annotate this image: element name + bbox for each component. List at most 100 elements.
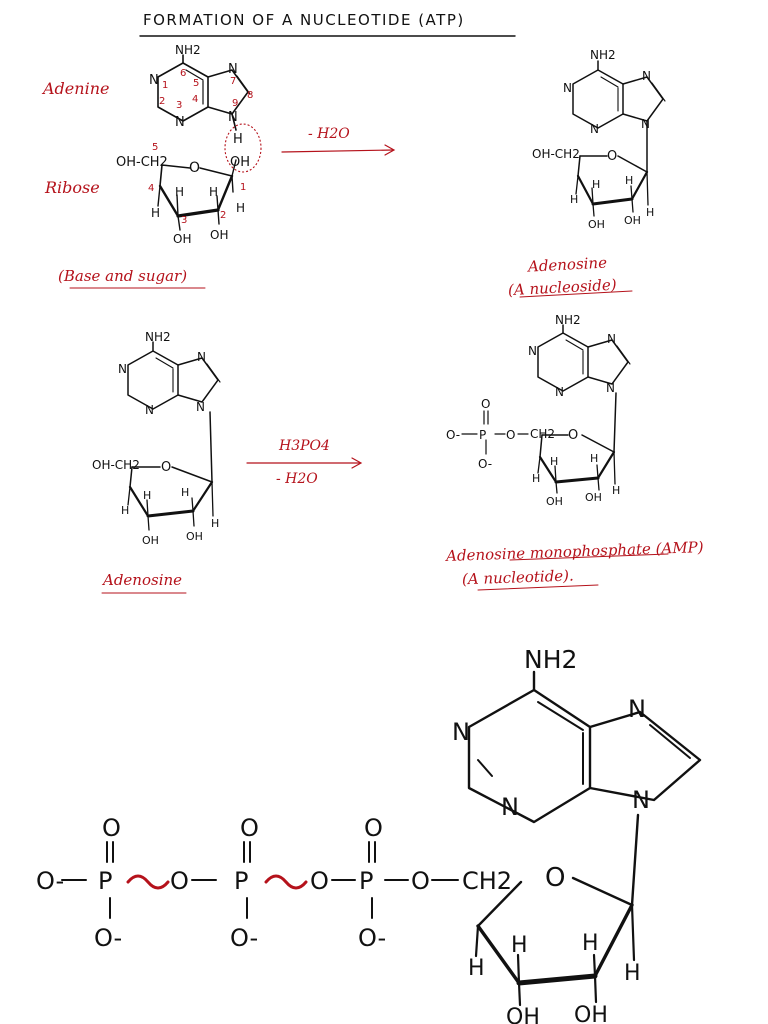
ribose-oh-3: OH bbox=[210, 228, 228, 242]
arrow1-label: - H2O bbox=[308, 126, 350, 142]
anomeric-oh-1: OH bbox=[230, 155, 250, 170]
amp-phosphorus: P bbox=[479, 428, 486, 442]
adenosine2-n3: N bbox=[145, 403, 154, 417]
n9-hydrogen: H bbox=[233, 132, 243, 147]
atp-pgamma-o-bottom: O- bbox=[94, 924, 122, 952]
base-sugar-label: (Base and sugar) bbox=[58, 267, 187, 285]
adenosine1-n9: N bbox=[641, 117, 650, 131]
amp-oh-a: OH bbox=[546, 495, 563, 508]
ribose-h-a: H bbox=[175, 185, 184, 199]
amp-structure bbox=[461, 324, 631, 494]
adenine-label: Adenine bbox=[41, 79, 109, 98]
amp-n9: N bbox=[606, 381, 615, 395]
atp-ring-oxygen: O bbox=[545, 863, 565, 893]
amine-label-1: NH2 bbox=[175, 43, 201, 57]
reaction-arrow-2 bbox=[246, 457, 363, 469]
reaction-arrow-1 bbox=[281, 144, 396, 156]
adenosine1-h-a: H bbox=[592, 178, 600, 191]
adenosine1-n7: N bbox=[642, 69, 651, 83]
svg-text:1: 1 bbox=[162, 80, 168, 91]
adenosine2-n9: N bbox=[196, 400, 205, 414]
adenine-structure-1 bbox=[157, 54, 251, 131]
svg-text:8: 8 bbox=[247, 90, 253, 101]
atp-ch2: CH2 bbox=[462, 867, 512, 895]
nucleotide-underline bbox=[477, 584, 599, 591]
atp-n1: N bbox=[452, 718, 470, 746]
amp-phosphate-o-top: O bbox=[481, 397, 490, 411]
high-energy-bond-1 bbox=[126, 874, 170, 890]
adenosine-structure-2 bbox=[127, 341, 221, 531]
base-ring-numbers: 1 2 3 4 5 6 7 8 9 bbox=[159, 68, 253, 111]
svg-text:5: 5 bbox=[152, 142, 158, 153]
amp-oh-b: OH bbox=[585, 491, 602, 504]
arrow2-label-bottom: - H2O bbox=[276, 471, 318, 487]
ring-oxygen-1: O bbox=[189, 160, 200, 176]
svg-text:4: 4 bbox=[148, 183, 154, 194]
amp-h-d: H bbox=[612, 484, 620, 497]
ring-oxygen-4: O bbox=[568, 428, 578, 443]
adenosine2-h-d: H bbox=[211, 517, 219, 530]
adenosine1-h-b: H bbox=[625, 174, 633, 187]
atp-n7: N bbox=[628, 695, 646, 723]
atp-pbeta-o-top: O bbox=[240, 814, 259, 842]
ribose-oh-2: OH bbox=[173, 232, 191, 246]
ring-oxygen-2: O bbox=[607, 149, 617, 164]
adenosine2-oh-a: OH bbox=[142, 534, 159, 547]
nucleoside-underline bbox=[519, 290, 633, 298]
amp-bridge-o: O bbox=[506, 428, 515, 442]
svg-text:9: 9 bbox=[232, 98, 238, 109]
amp-h-a: H bbox=[550, 455, 558, 468]
atp-amine-label: NH2 bbox=[524, 645, 577, 674]
adenosine2-n1: N bbox=[118, 362, 127, 376]
atp-pbeta-o-bottom: O- bbox=[230, 924, 258, 952]
ring-oxygen-3: O bbox=[161, 460, 171, 475]
svg-text:5: 5 bbox=[193, 78, 199, 89]
arrow2-label-top: H3PO4 bbox=[278, 438, 330, 454]
ribose-structure-1 bbox=[157, 159, 237, 231]
atp-pgamma-o-left: O- bbox=[36, 867, 64, 895]
svg-text:3: 3 bbox=[181, 215, 187, 226]
adenosine1-oh-a: OH bbox=[588, 218, 605, 231]
adenosine1-h-c: H bbox=[570, 193, 578, 206]
amp-underline bbox=[509, 553, 669, 561]
atp-structure bbox=[61, 670, 702, 1007]
amine-label-4: NH2 bbox=[555, 313, 581, 327]
high-energy-bond-2 bbox=[264, 874, 308, 890]
atp-palpha-o-bottom: O- bbox=[358, 924, 386, 952]
adenosine-structure-1 bbox=[572, 60, 666, 217]
n3-atom-1: N bbox=[175, 115, 185, 130]
n9-atom-1: N bbox=[228, 110, 238, 125]
ribose-label: Ribose bbox=[44, 178, 100, 197]
adenosine2-n7: N bbox=[197, 350, 206, 364]
atp-bridge-o-2: O bbox=[310, 867, 329, 895]
sugar-ring-numbers: 1 2 3 4 5 bbox=[148, 142, 246, 226]
amp-h-c: H bbox=[532, 472, 540, 485]
amp-n1: N bbox=[528, 344, 537, 358]
page-title: FORMATION OF A NUCLEOTIDE (ATP) bbox=[143, 11, 465, 29]
amine-label-3: NH2 bbox=[145, 330, 171, 344]
atp-ribose-oh-a: OH bbox=[506, 1005, 540, 1024]
atp-ribose-h-a: H bbox=[511, 933, 528, 958]
amp-phosphate-o-left: O- bbox=[446, 428, 460, 442]
svg-text:2: 2 bbox=[220, 210, 226, 221]
nucleoside-label: (A nucleoside) bbox=[508, 276, 618, 300]
atp-ribose-h-c: H bbox=[468, 956, 485, 981]
svg-text:2: 2 bbox=[159, 96, 165, 107]
svg-text:4: 4 bbox=[192, 94, 198, 105]
atp-p-beta: P bbox=[234, 867, 248, 895]
amp-label: Adenosine monophosphate (AMP) bbox=[444, 538, 704, 565]
nucleotide-label: (A nucleotide). bbox=[462, 566, 574, 588]
atp-p-alpha: P bbox=[359, 867, 373, 895]
svg-text:7: 7 bbox=[230, 76, 236, 87]
adenosine1-oh-b: OH bbox=[624, 214, 641, 227]
ohch2-label-3: OH-CH2 bbox=[92, 458, 140, 472]
atp-pgamma-o-top: O bbox=[102, 814, 121, 842]
svg-text:3: 3 bbox=[176, 100, 182, 111]
n7-atom-1: N bbox=[228, 62, 238, 77]
ohch2-label-2: OH-CH2 bbox=[532, 147, 580, 161]
ribose-h-c: H bbox=[236, 201, 245, 215]
water-elimination-circle bbox=[224, 123, 262, 173]
ribose-h-d: H bbox=[151, 206, 160, 220]
atp-n3: N bbox=[501, 793, 519, 821]
